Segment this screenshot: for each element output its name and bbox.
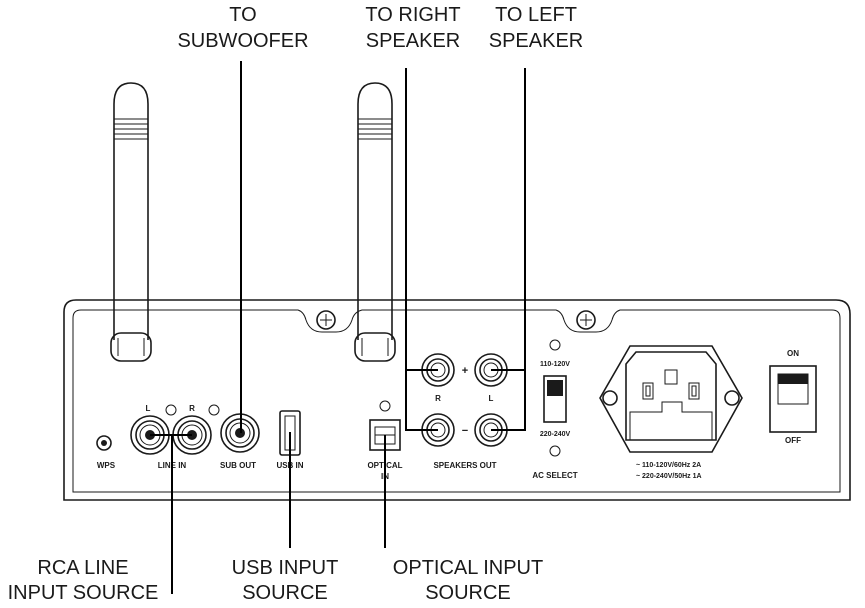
power-off-label: OFF <box>785 436 801 445</box>
rca-l-label: L <box>146 404 151 413</box>
ac-select-label: AC SELECT <box>532 471 577 480</box>
leader-line-right-speaker-neg <box>405 370 438 431</box>
mounting-screw-icon <box>316 310 336 330</box>
callout-right-speaker-line2: SPEAKER <box>366 30 460 52</box>
callout-usb-line2: SOURCE <box>242 582 328 604</box>
minus-sign: − <box>462 425 468 437</box>
power-rating-line2: ~ 220-240V/50Hz 1A <box>636 473 702 480</box>
callout-usb-line1: USB INPUT <box>232 557 339 579</box>
callout-left-speaker-line1: TO LEFT <box>495 4 577 26</box>
callout-optical: OPTICAL INPUT SOURCE <box>393 557 543 604</box>
ac-select-switch[interactable] <box>543 375 567 423</box>
callout-optical-line2: SOURCE <box>425 582 511 604</box>
callout-left-speaker-line2: SPEAKER <box>489 30 583 52</box>
callout-left-speaker: TO LEFT SPEAKER <box>489 4 583 52</box>
callout-usb: USB INPUT SOURCE <box>232 557 339 604</box>
power-on-label: ON <box>787 349 799 358</box>
chassis <box>63 299 851 501</box>
antenna-right-icon <box>354 82 396 362</box>
ac-indicator-icon <box>549 339 561 351</box>
callout-rca-line2: INPUT SOURCE <box>8 582 159 604</box>
wps-label: WPS <box>97 461 116 470</box>
speakers-out-label: SPEAKERS OUT <box>433 461 496 470</box>
sub-out-label: SUB OUT <box>220 461 256 470</box>
callout-right-speaker-line1: TO RIGHT <box>365 4 460 26</box>
wps-button[interactable] <box>96 435 112 451</box>
callout-rca: RCA LINE INPUT SOURCE <box>8 557 159 604</box>
mounting-screw-icon <box>576 310 596 330</box>
power-inlet[interactable] <box>599 345 743 453</box>
leader-line-left-speaker-pos <box>491 68 526 371</box>
ac-indicator-icon <box>549 445 561 457</box>
power-switch[interactable] <box>769 365 817 433</box>
rca-indicator-icon <box>208 404 220 416</box>
voltage-high-label: 110-120V <box>540 361 570 368</box>
antenna-left-icon <box>110 82 152 362</box>
speaker-l-label: L <box>489 394 494 403</box>
leader-line-right-speaker-pos <box>405 68 438 371</box>
callout-subwoofer: TO SUBWOOFER <box>177 4 308 52</box>
power-rating-line1: ~ 110-120V/60Hz 2A <box>636 462 701 469</box>
callout-right-speaker: TO RIGHT SPEAKER <box>365 4 460 52</box>
rca-r-label: R <box>189 404 195 413</box>
callout-rca-line1: RCA LINE <box>37 557 128 579</box>
callout-subwoofer-line2: SUBWOOFER <box>177 30 308 52</box>
callout-optical-line1: OPTICAL INPUT <box>393 557 543 579</box>
speaker-r-label: R <box>435 394 441 403</box>
callout-subwoofer-line1: TO <box>229 4 256 26</box>
optical-indicator-icon <box>379 400 391 412</box>
rca-indicator-icon <box>165 404 177 416</box>
plus-sign: + <box>462 365 468 377</box>
voltage-low-label: 220-240V <box>540 431 571 438</box>
leader-line-left-speaker-neg <box>491 370 526 431</box>
